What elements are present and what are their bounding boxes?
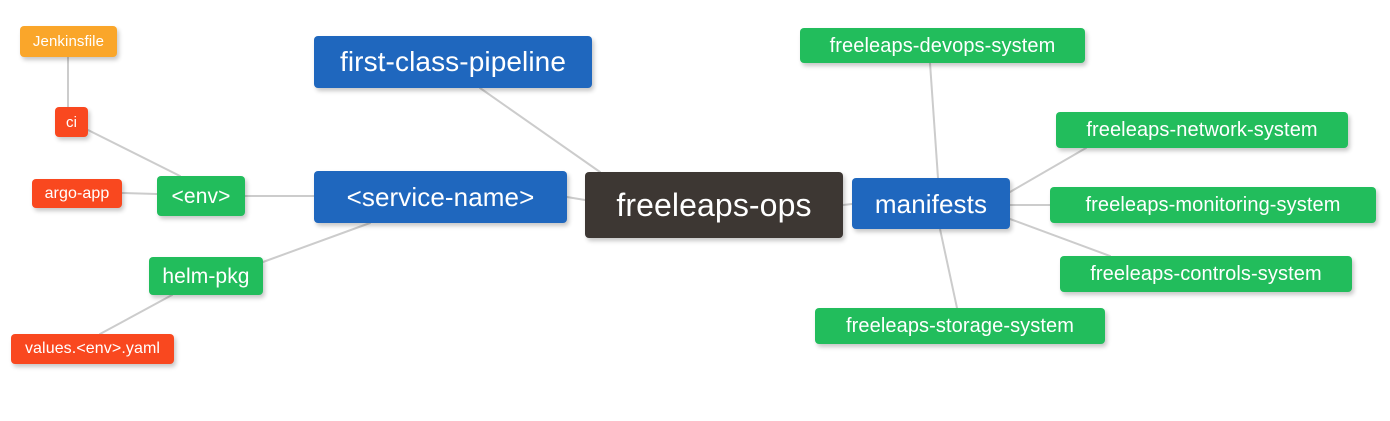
node-freeleaps-monitoring-system[interactable]: freeleaps-monitoring-system	[1050, 187, 1376, 223]
edge-env-to-ci	[87, 129, 181, 177]
edge-root-to-service_name	[566, 196, 586, 201]
node-freeleaps-ops[interactable]: freeleaps-ops	[585, 172, 843, 238]
node-freeleaps-controls-system[interactable]: freeleaps-controls-system	[1060, 256, 1352, 292]
edge-manifests-to-network_system	[1009, 147, 1087, 193]
node-values-yaml[interactable]: values.<env>.yaml	[11, 334, 174, 364]
node-env[interactable]: <env>	[157, 176, 245, 216]
edge-manifests-to-storage_system	[939, 228, 958, 309]
edge-env-to-argo_app	[121, 192, 158, 195]
node-ci[interactable]: ci	[55, 107, 88, 137]
edge-service_name-to-helm_pkg	[262, 222, 371, 263]
edge-helm_pkg-to-values_yaml	[99, 294, 173, 335]
node-first-class-pipeline[interactable]: first-class-pipeline	[314, 36, 592, 88]
node-freeleaps-storage-system[interactable]: freeleaps-storage-system	[815, 308, 1105, 344]
edge-manifests-to-controls_system	[1009, 218, 1111, 257]
node-argo-app[interactable]: argo-app	[32, 179, 122, 208]
node-manifests[interactable]: manifests	[852, 178, 1010, 229]
node-freeleaps-devops-system[interactable]: freeleaps-devops-system	[800, 28, 1085, 63]
edge-root-to-first_class_pipeline	[479, 87, 601, 173]
node-jenkinsfile[interactable]: Jenkinsfile	[20, 26, 117, 57]
node-service-name[interactable]: <service-name>	[314, 171, 567, 223]
edge-root-to-manifests	[842, 203, 853, 206]
edge-manifests-to-devops_system	[929, 62, 939, 179]
node-helm-pkg[interactable]: helm-pkg	[149, 257, 263, 295]
node-freeleaps-network-system[interactable]: freeleaps-network-system	[1056, 112, 1348, 148]
